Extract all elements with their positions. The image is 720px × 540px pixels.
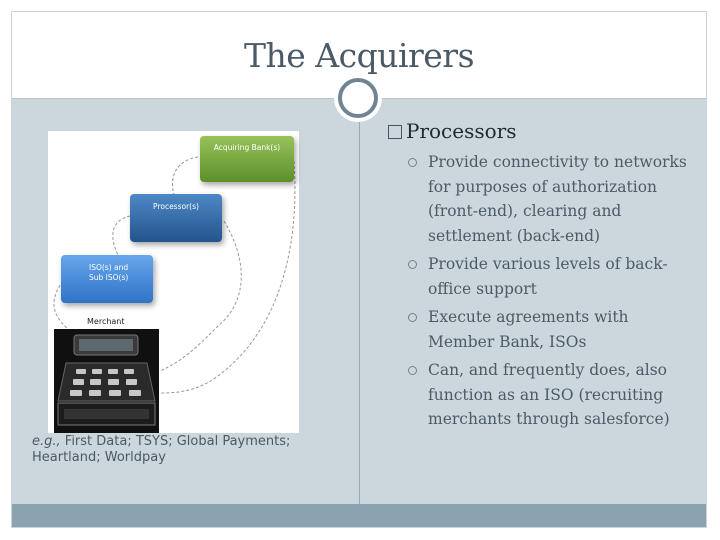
list-item: Execute agreements with Member Bank, ISO… [408, 305, 698, 354]
bullet-text: Can, and frequently does, also function … [428, 361, 670, 428]
iso-box-line1: ISO(s) and [89, 263, 129, 272]
acquiring-bank-box: Acquiring Bank(s) [200, 136, 294, 182]
merchant-label: Merchant [87, 317, 125, 326]
footer-bar [12, 504, 706, 527]
slide-title: The Acquirers [243, 36, 475, 75]
caption-eg: e.g., [32, 434, 61, 449]
list-item: Provide connectivity to networks for pur… [408, 150, 698, 248]
payment-flow-diagram: Acquiring Bank(s) Processor(s) ISO(s) an… [48, 131, 299, 433]
circle-bullet-icon [408, 260, 417, 269]
processor-box: Processor(s) [130, 194, 222, 242]
circle-bullet-icon [408, 313, 417, 322]
heading-text: Processors [406, 119, 517, 143]
column-divider [359, 99, 360, 504]
circle-bullet-icon [408, 158, 417, 167]
section-heading: Processors [388, 119, 517, 143]
iso-box: ISO(s) and Sub ISO(s) [61, 255, 153, 303]
circle-bullet-icon [408, 366, 417, 375]
list-item: Can, and frequently does, also function … [408, 358, 698, 432]
caption-text: First Data; TSYS; Global Payments; Heart… [32, 434, 291, 465]
checkbox-bullet-icon [388, 125, 402, 139]
slide-frame [11, 11, 707, 528]
bullet-text: Provide various levels of back-office su… [428, 255, 668, 298]
cash-register-icon [54, 329, 159, 433]
iso-box-line2: Sub ISO(s) [89, 273, 129, 282]
list-item: Provide various levels of back-office su… [408, 252, 698, 301]
example-caption: e.g., First Data; TSYS; Global Payments;… [32, 434, 332, 466]
bullet-text: Provide connectivity to networks for pur… [428, 153, 687, 245]
circle-ornament-icon [338, 78, 378, 118]
bullet-text: Execute agreements with Member Bank, ISO… [428, 308, 629, 351]
bullet-list: Provide connectivity to networks for pur… [408, 150, 698, 436]
